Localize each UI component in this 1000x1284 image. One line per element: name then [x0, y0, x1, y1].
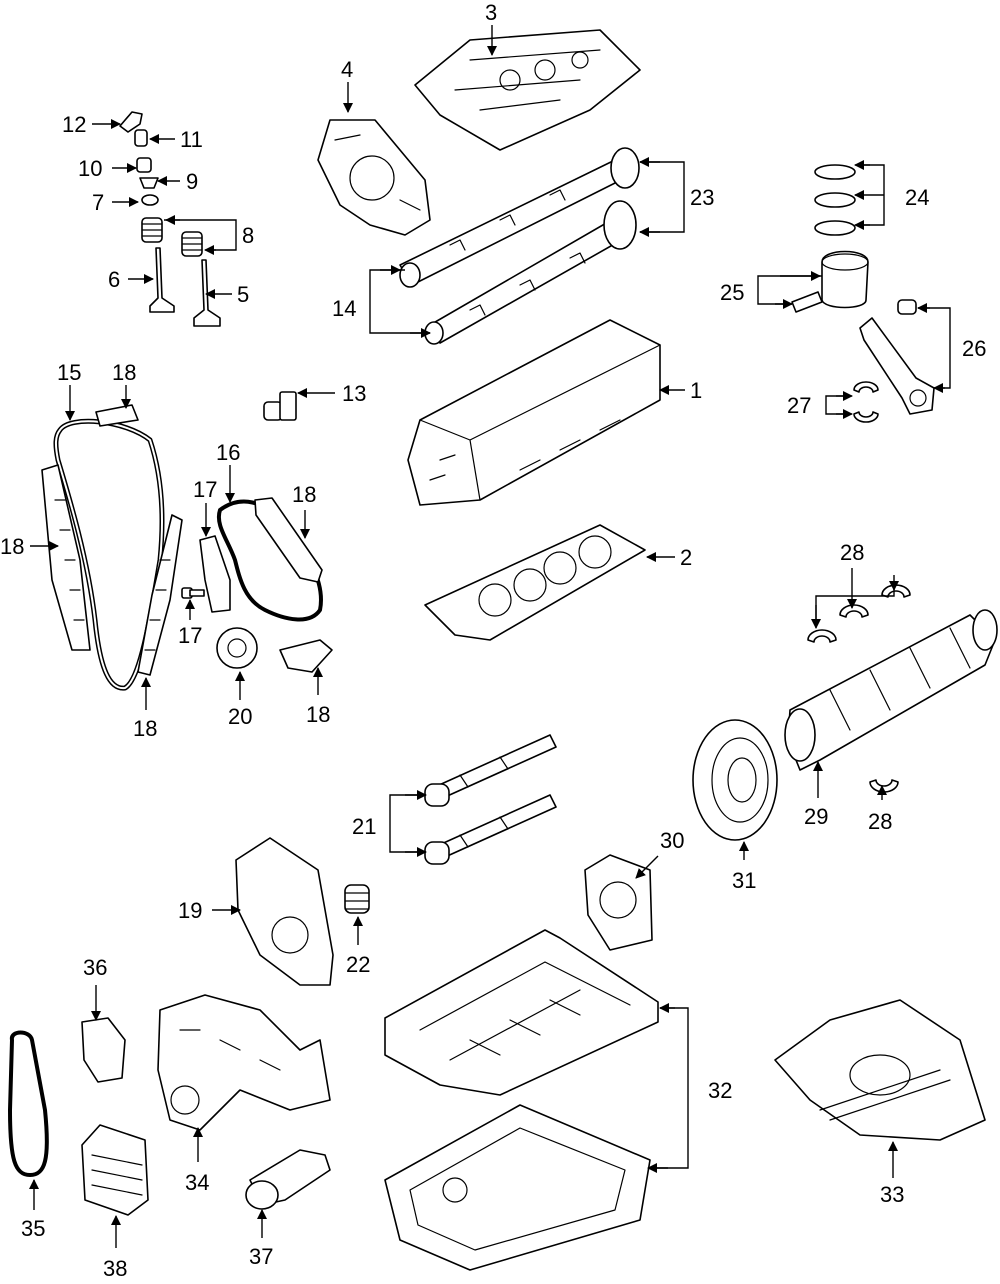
callout-9: 9 [186, 169, 198, 194]
callout-38: 38 [103, 1256, 127, 1281]
callout-32: 32 [708, 1078, 732, 1103]
oil-cooler-part[interactable] [81, 1124, 149, 1216]
exhaust-valve-part[interactable] [193, 259, 221, 327]
callout-28-top: 28 [840, 540, 864, 565]
callout-13: 13 [342, 381, 366, 406]
connecting-rod-part[interactable] [859, 299, 935, 415]
timing-cover-part[interactable] [317, 119, 431, 236]
rod-bearing-part[interactable] [853, 381, 879, 423]
main-bearing-part[interactable] [807, 584, 911, 793]
callout-25: 25 [720, 280, 744, 305]
valve-spring-part[interactable] [141, 217, 203, 257]
drive-belt-part[interactable] [8, 1030, 49, 1177]
rear-main-seal-part[interactable] [584, 854, 653, 951]
harmonic-balancer-part[interactable] [692, 719, 778, 841]
crankshaft-part[interactable] [784, 609, 998, 771]
callout-1: 1 [690, 378, 702, 403]
callout-21: 21 [352, 814, 376, 839]
callout-27: 27 [787, 393, 811, 418]
cylinder-head-part[interactable] [407, 319, 661, 506]
crank-sprocket-part[interactable] [216, 627, 258, 669]
intake-valve-part[interactable] [149, 247, 175, 313]
callout-19: 19 [178, 898, 202, 923]
callout-18-left: 18 [0, 534, 24, 559]
callout-2: 2 [680, 545, 692, 570]
gear-part[interactable] [344, 884, 370, 914]
callout-10: 10 [78, 156, 102, 181]
piston-part[interactable] [821, 250, 869, 309]
primary-timing-chain-part[interactable] [53, 418, 165, 691]
callout-3: 3 [485, 0, 497, 25]
oil-pump-part[interactable] [157, 994, 331, 1131]
valve-retainer-part[interactable] [139, 177, 159, 189]
oil-pickup-tube-part[interactable] [245, 1149, 331, 1210]
callout-35: 35 [21, 1216, 45, 1241]
callout-17-upper: 17 [193, 477, 217, 502]
chain-guide-top-part[interactable] [95, 404, 139, 427]
valve-lifter-part[interactable] [136, 157, 152, 173]
callout-30: 30 [660, 828, 684, 853]
head-gasket-part[interactable] [424, 524, 646, 641]
camshaft-exhaust-part[interactable] [424, 200, 637, 345]
camshaft-intake-part[interactable] [399, 147, 640, 288]
rocker-arm-part[interactable] [119, 111, 143, 133]
callout-11: 11 [180, 127, 203, 152]
callout-34: 34 [185, 1170, 209, 1195]
callout-20: 20 [228, 704, 252, 729]
callout-33: 33 [880, 1182, 904, 1207]
chain-tensioner-part[interactable] [199, 535, 231, 613]
oil-pan-baffle-part[interactable] [774, 999, 986, 1141]
front-cover-part[interactable] [235, 837, 334, 986]
sensor-bracket-part[interactable] [81, 1017, 126, 1083]
leader-lines [29, 25, 951, 1248]
callout-36: 36 [83, 955, 107, 980]
callout-22: 22 [346, 952, 370, 977]
callout-7: 7 [92, 190, 104, 215]
oil-pan-lower-part[interactable] [384, 1104, 651, 1271]
chain-tensioner-guide-part[interactable] [254, 497, 323, 583]
callout-23: 23 [690, 185, 714, 210]
lash-adjuster-part[interactable] [134, 129, 148, 147]
callout-16: 16 [216, 440, 240, 465]
callout-5: 5 [237, 282, 249, 307]
valve-cover-part[interactable] [414, 29, 641, 151]
balance-shaft-lower-part[interactable] [424, 794, 557, 865]
chain-guide-right-part[interactable] [137, 514, 183, 676]
callout-6: 6 [108, 267, 120, 292]
callout-28-bottom: 28 [868, 809, 892, 834]
callout-18-bottom-right: 18 [306, 702, 330, 727]
callout-14: 14 [332, 296, 356, 321]
callout-8: 8 [242, 223, 254, 248]
tensioner-bolt-part[interactable] [181, 587, 205, 599]
oil-pan-upper-part[interactable] [384, 929, 659, 1096]
callout-15: 15 [57, 360, 81, 385]
callout-29: 29 [804, 804, 828, 829]
callout-4: 4 [341, 57, 353, 82]
piston-pin-part[interactable] [791, 291, 823, 313]
valve-seal-part[interactable] [141, 194, 159, 206]
callout-18-top: 18 [112, 360, 136, 385]
callout-18-right: 18 [292, 482, 316, 507]
callout-37: 37 [249, 1244, 273, 1269]
balance-shaft-upper-part[interactable] [424, 734, 557, 807]
piston-rings-part[interactable] [814, 164, 856, 236]
bolt-part[interactable] [263, 391, 297, 421]
callout-12: 12 [62, 112, 86, 137]
callout-24: 24 [905, 185, 929, 210]
callout-18-bottom-left: 18 [133, 716, 157, 741]
callout-26: 26 [962, 336, 986, 361]
callout-31: 31 [732, 868, 756, 893]
chain-guide-left-part[interactable] [41, 464, 91, 651]
guide-rail-lower-part[interactable] [279, 639, 333, 673]
callout-17-lower: 17 [178, 623, 202, 648]
